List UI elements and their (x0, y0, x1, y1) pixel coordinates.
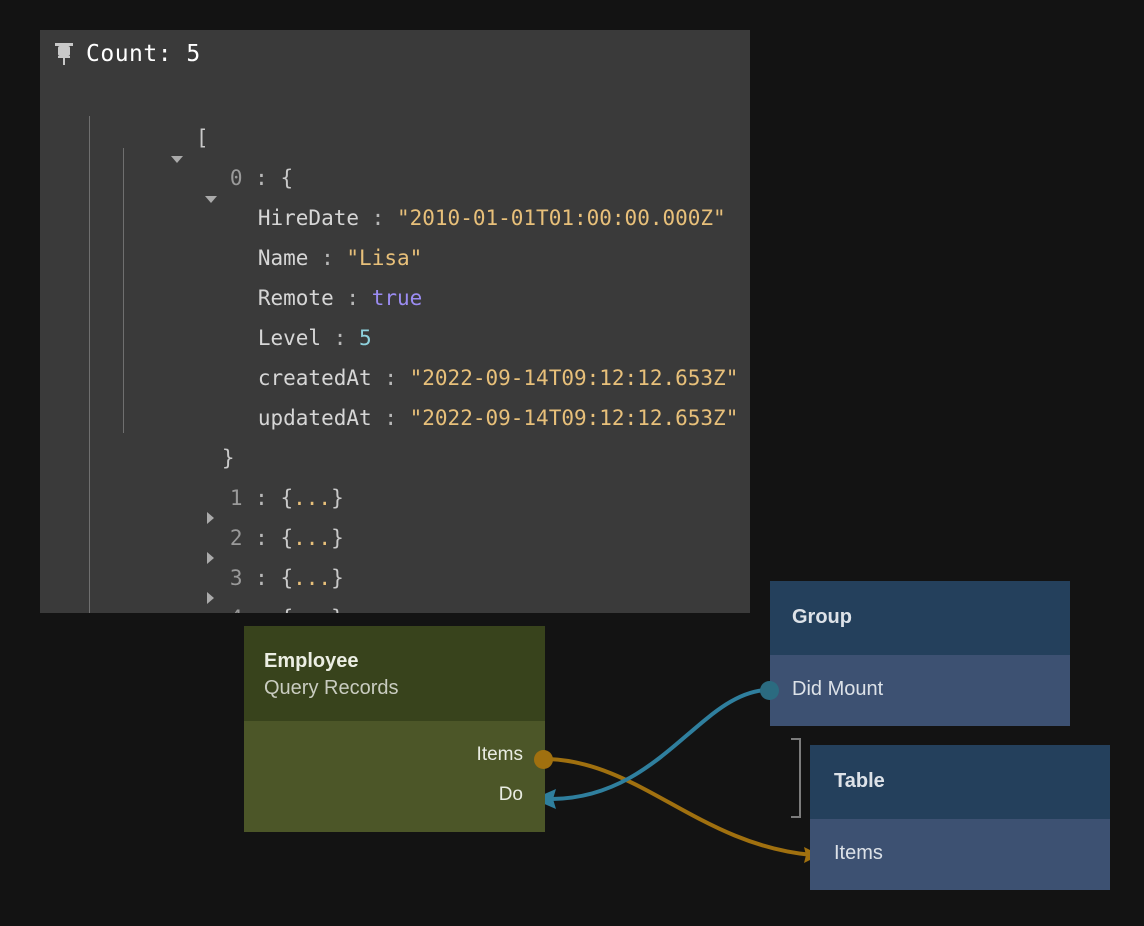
tree-row-field[interactable]: Name : "Lisa" (54, 198, 750, 270)
field-key: HireDate (257, 206, 360, 230)
tree-guide-line-root (89, 116, 90, 613)
collapsed-index: 1 (229, 486, 243, 510)
tree-row-entry-0[interactable]: 0 : { (54, 118, 750, 203)
node-table-title: Table (834, 770, 885, 792)
collapsed-colon: : (255, 486, 268, 510)
tree-guide-line-entry (123, 148, 124, 433)
field-key: createdAt (257, 366, 372, 390)
inspector-count-label: Count: 5 (86, 41, 201, 67)
collapsed-index: 2 (229, 526, 243, 550)
tree-row-root[interactable]: [ (54, 78, 750, 163)
field-key: updatedAt (257, 406, 372, 430)
collapsed-open-brace: { (280, 566, 294, 590)
node-table-header[interactable]: Table (810, 745, 1110, 819)
port-employee-do[interactable]: Do (499, 784, 523, 806)
field-separator: : (333, 326, 347, 350)
tree-entry-open-brace: { (280, 166, 294, 190)
tree-root-bracket: [ (195, 126, 209, 150)
field-separator: : (321, 246, 334, 270)
json-inspector-panel: Count: 5 [ 0 : { HireDate : "2010-01-01T… (40, 30, 750, 613)
port-dot-employee-items[interactable] (534, 750, 553, 769)
field-separator: : (384, 406, 397, 430)
tree-row-collapsed[interactable]: 3 : {...} (54, 518, 750, 604)
collapsed-colon: : (255, 566, 268, 590)
field-value: "2010-01-01T01:00:00.000Z" (396, 206, 726, 230)
collapsed-close-brace: } (331, 526, 344, 550)
collapsed-ellipsis: ... (293, 606, 331, 613)
port-label: Items (476, 744, 523, 765)
tree-entry-close-brace: } (221, 446, 235, 470)
collapsed-open-brace: { (280, 526, 294, 550)
tree-row-field[interactable]: createdAt : "2022-09-14T09:12:12.653Z" (54, 318, 750, 390)
tree-row-field[interactable]: Level : 5 (54, 278, 750, 350)
field-separator: : (371, 206, 385, 230)
node-employee-header[interactable]: Employee Query Records (244, 626, 545, 721)
tree-entry-index: 0 (229, 166, 243, 190)
port-table-items[interactable]: Items (834, 842, 883, 864)
field-value: "2022-09-14T09:12:12.653Z" (409, 406, 739, 430)
collapsed-ellipsis: ... (293, 486, 332, 510)
node-group[interactable]: Group Did Mount (770, 581, 1070, 726)
tree-row-field[interactable]: updatedAt : "2022-09-14T09:12:12.653Z" (54, 358, 750, 430)
port-employee-items[interactable]: Items (477, 744, 523, 766)
port-label: Do (498, 784, 523, 805)
collapsed-colon: : (255, 606, 268, 613)
field-value: "2022-09-14T09:12:12.653Z" (409, 366, 739, 390)
inspector-header: Count: 5 (40, 30, 750, 78)
collapsed-open-brace: { (280, 606, 293, 613)
edge-employee-items-to-table-items (547, 757, 813, 857)
port-dot-group-did-mount[interactable] (760, 681, 779, 700)
port-group-did-mount[interactable]: Did Mount (792, 678, 884, 700)
field-value: "Lisa" (346, 246, 423, 270)
tree-row-collapsed[interactable]: 1 : {...} (54, 438, 750, 524)
collapsed-open-brace: { (280, 486, 294, 510)
edge-group-didmount-to-employee-do (551, 688, 767, 801)
field-separator: : (384, 366, 397, 390)
collapsed-colon: : (255, 526, 268, 550)
collapsed-close-brace: } (331, 486, 344, 510)
field-value: true (371, 286, 423, 310)
field-key: Level (257, 326, 322, 350)
json-tree: [ 0 : { HireDate : "2010-01-01T01:00:00.… (40, 78, 750, 613)
tree-row-field[interactable]: HireDate : "2010-01-01T01:00:00.000Z" (54, 158, 750, 230)
tree-row-collapsed[interactable]: 2 : {...} (54, 478, 750, 564)
tree-row-entry-close: } (54, 398, 750, 470)
tree-row-field[interactable]: Remote : true (54, 238, 750, 310)
field-value: 5 (359, 326, 372, 350)
node-table[interactable]: Table Items (810, 745, 1110, 890)
node-table-body: Items (810, 819, 1110, 890)
tree-entry-colon: : (255, 166, 268, 190)
field-separator: : (346, 286, 360, 310)
field-key: Remote (257, 286, 334, 310)
collapsed-index: 3 (229, 566, 243, 590)
node-group-header[interactable]: Group (770, 581, 1070, 655)
collapsed-ellipsis: ... (293, 566, 332, 590)
node-employee-title: Employee (264, 650, 359, 672)
node-employee[interactable]: Employee Query Records Items Do (244, 626, 545, 832)
tree-row-collapsed[interactable]: 4 : {...} (54, 558, 750, 613)
collapsed-close-brace: } (331, 606, 344, 613)
collapsed-ellipsis: ... (293, 526, 332, 550)
group-child-bracket (791, 738, 803, 818)
tree-row-root-close: ] (54, 598, 750, 613)
node-group-body: Did Mount (770, 655, 1070, 726)
node-group-title: Group (792, 606, 852, 628)
node-employee-body: Items Do (244, 721, 545, 832)
pin-icon[interactable] (54, 42, 74, 66)
collapsed-index: 4 (230, 606, 243, 613)
collapsed-close-brace: } (331, 566, 344, 590)
field-key: Name (257, 246, 309, 270)
node-employee-subtitle: Query Records (264, 677, 399, 699)
